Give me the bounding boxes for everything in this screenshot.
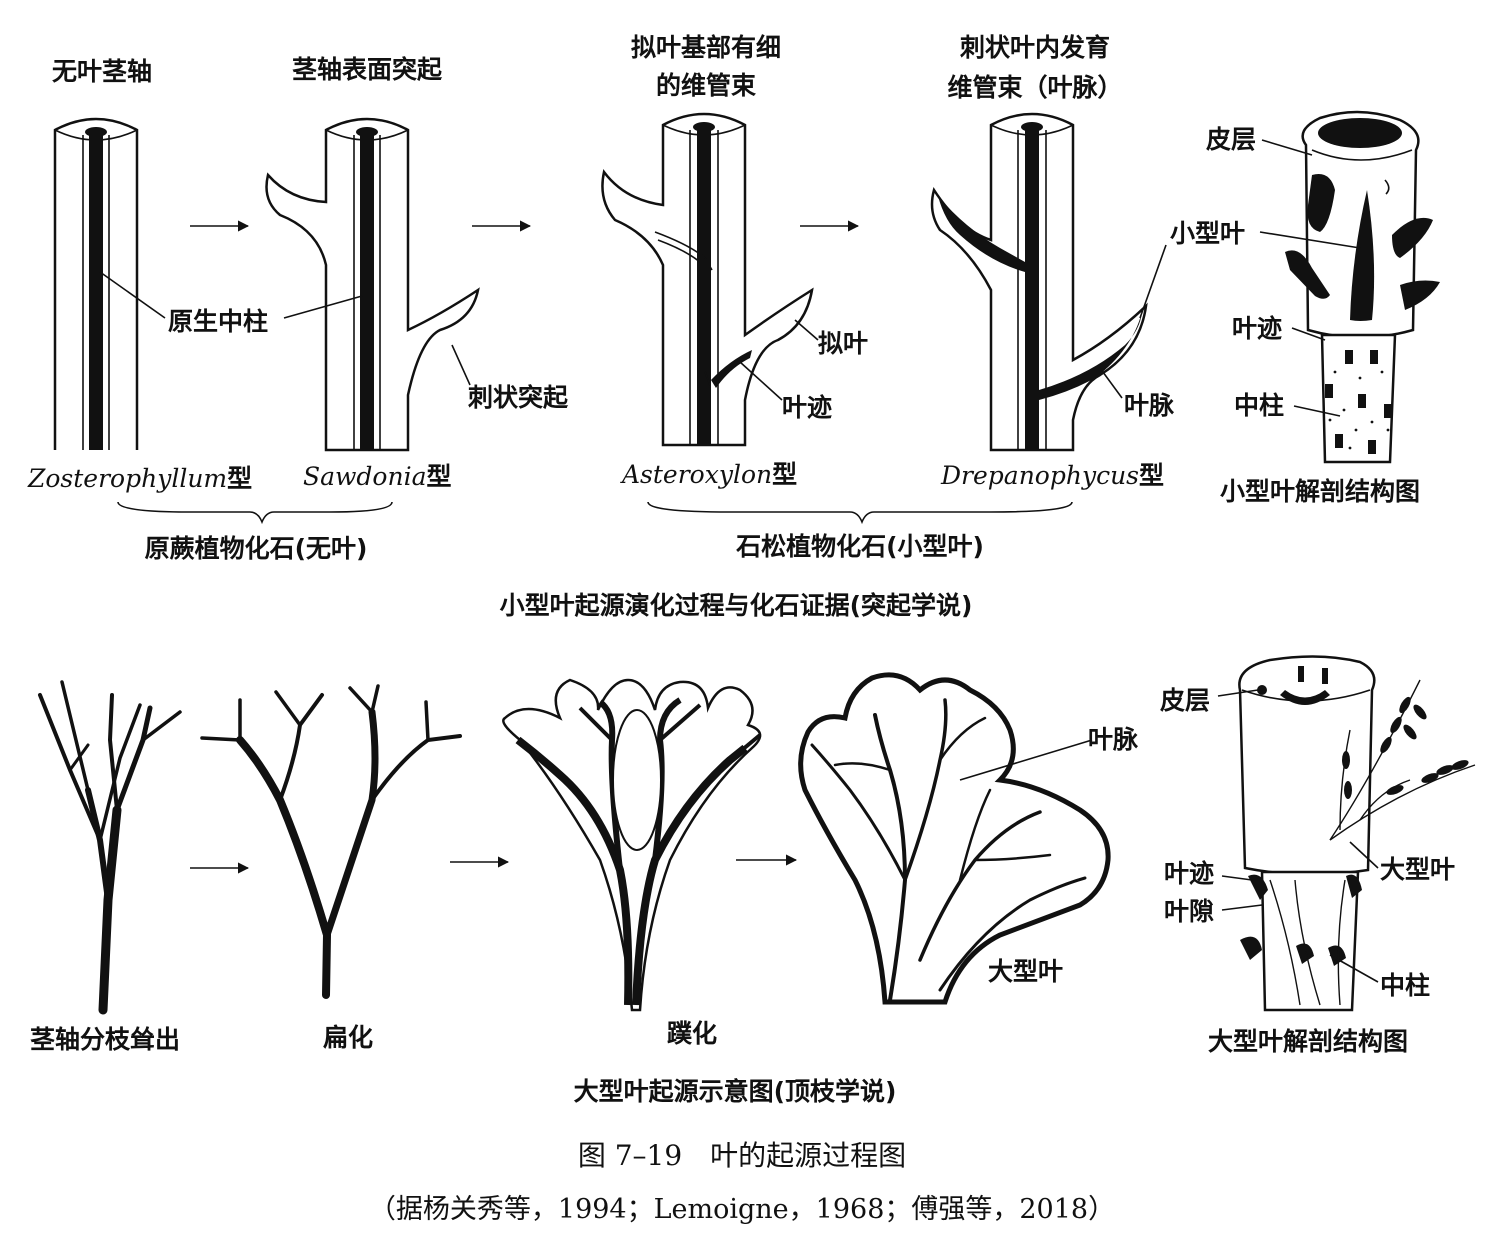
stage-planation-label: 扁化 (323, 1023, 373, 1052)
svg-text:Sawdonia型: Sawdonia型 (303, 462, 452, 491)
label-vein-bottom: 叶脉 (1088, 725, 1139, 754)
stage4-heading-line1: 刺状叶内发育 (960, 33, 1110, 62)
zosterophyllum-axis (53, 117, 139, 450)
webbed-leaf (502, 678, 762, 1012)
label-vein: 叶脉 (1124, 391, 1175, 420)
microphyll-anatomy-leaders (1139, 139, 1361, 417)
label-cortex-top: 皮层 (1206, 125, 1256, 154)
brace-group-1 (117, 501, 393, 525)
label-leaf-trace: 叶迹 (782, 393, 832, 422)
svg-text:Asteroxylon型: Asteroxylon型 (620, 460, 797, 489)
stage1-heading: 无叶茎轴 (52, 57, 152, 86)
stage-webbing-label: 蹼化 (667, 1019, 717, 1048)
leader-vein-bottom (959, 739, 1093, 781)
overtopping-branches (38, 680, 182, 1015)
type-name-1: Zosterophyllum型 (27, 464, 252, 493)
type-name-2: Sawdonia型 (303, 462, 452, 491)
drepanophycus-axis (930, 112, 1148, 452)
figure-title: 图 7–19 叶的起源过程图 (578, 1139, 906, 1172)
megaphyll-anatomy-title: 大型叶解剖结构图 (1208, 1027, 1408, 1056)
planation-branches (200, 684, 462, 999)
microphyll-anatomy (1285, 110, 1440, 464)
microphyll-anatomy-title: 小型叶解剖结构图 (1220, 477, 1420, 506)
brace-group-2 (647, 501, 1073, 525)
stage2-heading: 茎轴表面突起 (292, 55, 443, 84)
label-spine: 刺状突起 (468, 383, 569, 412)
label-protostele: 原生中柱 (168, 307, 268, 336)
megaphyll-fan (798, 672, 1111, 1005)
label-megaphyll: 大型叶 (988, 957, 1063, 986)
label-microphyll: 小型叶 (1170, 219, 1245, 248)
type-name-3: Asteroxylon型 (620, 460, 797, 489)
label-trace-top: 叶迹 (1232, 314, 1282, 343)
asteroxylon-axis (601, 112, 814, 447)
group-label-2: 石松植物化石(小型叶) (735, 532, 984, 561)
stage4-heading-line2: 维管束（叶脉） (947, 73, 1122, 102)
type-name-4: Drepanophycus型 (940, 461, 1164, 490)
label-cortex-bottom: 皮层 (1160, 686, 1210, 715)
sawdonia-axis (265, 117, 480, 452)
label-megaphyll-anatomy: 大型叶 (1380, 855, 1455, 884)
svg-text:Zosterophyllum型: Zosterophyllum型 (27, 464, 252, 493)
megaphyll-anatomy (1238, 655, 1476, 1012)
svg-text:Drepanophycus型: Drepanophycus型 (940, 461, 1164, 490)
label-stele-top: 中柱 (1234, 391, 1284, 420)
label-trace-bottom: 叶迹 (1164, 859, 1214, 888)
bottom-caption: 大型叶起源示意图(顶枝学说) (574, 1077, 897, 1106)
top-leader-lines (99, 271, 1123, 401)
stage-overtopping-label: 茎轴分枝耸出 (30, 1025, 180, 1054)
stage3-heading-line1: 拟叶基部有细 (631, 33, 781, 62)
stage3-heading-line2: 的维管束 (656, 71, 757, 100)
top-caption: 小型叶起源演化过程与化石证据(突起学说) (500, 591, 973, 620)
label-stele-bottom: 中柱 (1380, 971, 1430, 1000)
megaphyll-anatomy-leaders (1217, 689, 1379, 983)
figure-source: （据杨关秀等，1994；Lemoigne，1968；傅强等，2018） (369, 1194, 1115, 1225)
label-gap: 叶隙 (1164, 897, 1214, 926)
label-leaflike: 拟叶 (818, 329, 868, 358)
group-label-1: 原蕨植物化石(无叶) (145, 534, 368, 563)
